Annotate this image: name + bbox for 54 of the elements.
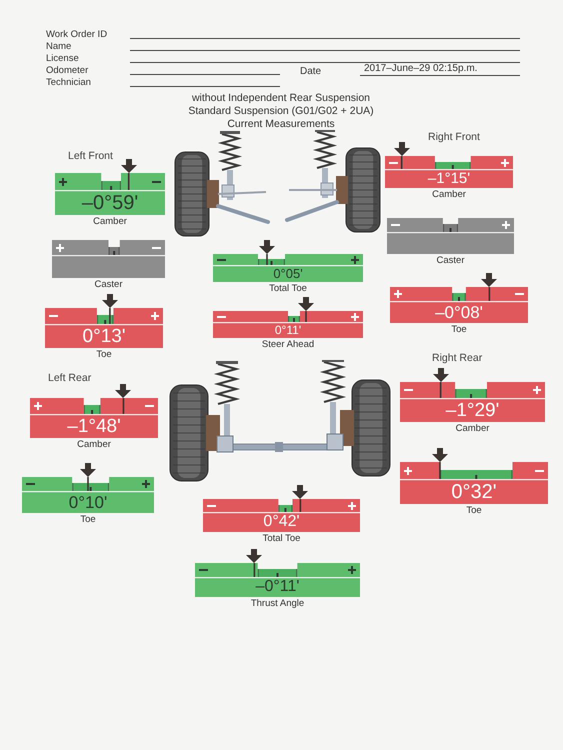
alignment-gauge [390, 287, 528, 323]
measurement-value: –0°11' [256, 579, 300, 595]
alignment-gauge [203, 499, 360, 532]
gauge-caption: Total Toe [262, 534, 300, 545]
form-label: Date [300, 66, 322, 78]
gauge-caption: Camber [93, 217, 127, 228]
alignment-gauge [52, 240, 165, 278]
wheel-position-heading: Right Front [428, 131, 480, 144]
gauge-caption: Camber [77, 440, 111, 451]
gauge-caption: Toe [80, 515, 96, 526]
form-label: License [46, 54, 79, 65]
measurement-value: –1°29' [446, 400, 500, 420]
date-field: 2017–June–29 02:15p.m. [360, 63, 520, 76]
measurement-value: 0°42' [263, 514, 300, 530]
alignment-gauge [213, 254, 363, 282]
alignment-gauge [45, 308, 163, 348]
measurement-value: –0°08' [435, 304, 483, 320]
form-label: Work Order ID [46, 30, 108, 41]
form-label: Technician [46, 78, 91, 89]
alignment-gauge [400, 462, 548, 504]
gauge-caption: Thrust Angle [250, 599, 304, 610]
gauge-caption: Camber [456, 424, 490, 435]
measurement-value: –0°59' [82, 192, 138, 212]
measurement-value: 0°13' [82, 326, 126, 346]
gauge-caption: Toe [451, 325, 467, 336]
measurement-value: –1°15' [428, 171, 470, 186]
alignment-gauge [195, 563, 360, 597]
alignment-gauge [22, 477, 154, 513]
gauge-caption: Toe [466, 506, 482, 517]
suspension-description: without Independent Rear Suspension [192, 92, 370, 104]
form-label: Odometer [46, 66, 88, 77]
alignment-gauge [387, 218, 514, 254]
alignment-gauge [30, 398, 158, 438]
measurement-value: 0°10' [68, 494, 108, 510]
measurement-value: –1°48' [67, 416, 121, 436]
measurement-value: 0°11' [274, 324, 302, 336]
gauge-caption: Total Toe [269, 284, 307, 295]
gauge-caption: Caster [94, 280, 122, 291]
measurement-value: 0°32' [451, 482, 497, 502]
alignment-gauge [55, 173, 165, 215]
alignment-gauge [213, 311, 363, 338]
form-label: Name [46, 42, 72, 53]
suspension-type: Standard Suspension (G01/G02 + 2UA) [188, 105, 374, 118]
wheel-position-heading: Left Front [68, 150, 113, 162]
gauge-caption: Camber [432, 190, 466, 201]
gauge-caption: Caster [436, 256, 464, 267]
wheel-position-heading: Left Rear [48, 372, 92, 384]
gauge-caption: Toe [96, 350, 112, 361]
alignment-gauge [385, 156, 513, 188]
wheel-position-heading: Right Rear [432, 352, 482, 364]
gauge-caption: Steer Ahead [262, 340, 314, 351]
section-title: Current Measurements [227, 118, 335, 130]
alignment-gauge [400, 382, 545, 422]
measurement-value: 0°05' [273, 267, 303, 280]
